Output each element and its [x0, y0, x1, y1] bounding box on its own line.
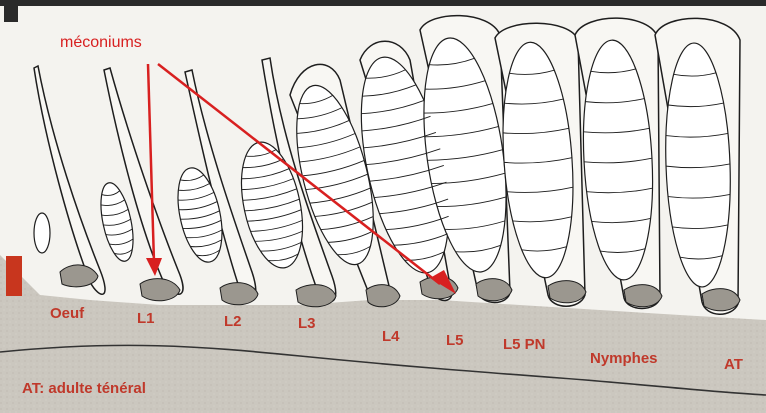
egg	[34, 213, 50, 253]
stage-label-l5pn: L5 PN	[503, 336, 546, 353]
stage-label-oeuf: Oeuf	[50, 305, 84, 322]
legend-text: AT: adulte ténéral	[22, 380, 146, 397]
stage-label-l2: L2	[224, 313, 242, 330]
side-marker	[6, 256, 22, 296]
stage-label-l5: L5	[446, 332, 464, 349]
stage-label-l1: L1	[137, 310, 155, 327]
meconium-label: méconiums	[60, 34, 142, 52]
cell-l1	[95, 68, 183, 301]
cells-group	[34, 16, 740, 315]
cell-oeuf	[34, 66, 105, 294]
stage-label-l4: L4	[382, 328, 400, 345]
stage-label-nymphes: Nymphes	[590, 350, 658, 367]
top-bar	[0, 0, 766, 6]
stage-label-l3: L3	[298, 315, 316, 332]
stage-label-at: AT	[724, 356, 743, 373]
top-bar-fragment	[4, 0, 18, 22]
cell-nymphe-2	[575, 18, 662, 308]
